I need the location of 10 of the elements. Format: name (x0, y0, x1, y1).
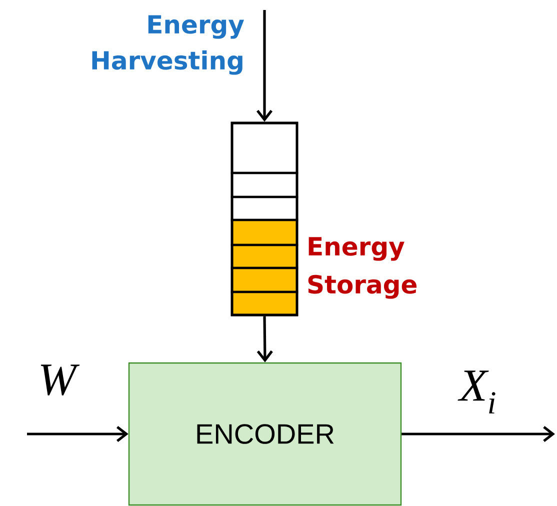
edge-label: X$_{i}$ (458, 370, 496, 414)
arrow (27, 426, 128, 442)
storage-label: Energy Storage (308, 237, 416, 299)
harvesting-label: Energy Harvesting (92, 15, 244, 75)
arrow (256, 316, 273, 362)
arrow (256, 10, 273, 122)
storage-stack (230, 122, 298, 316)
edge-label: W (40, 364, 80, 396)
arrow (402, 426, 555, 442)
encoder-box: ENCODER (128, 362, 402, 506)
